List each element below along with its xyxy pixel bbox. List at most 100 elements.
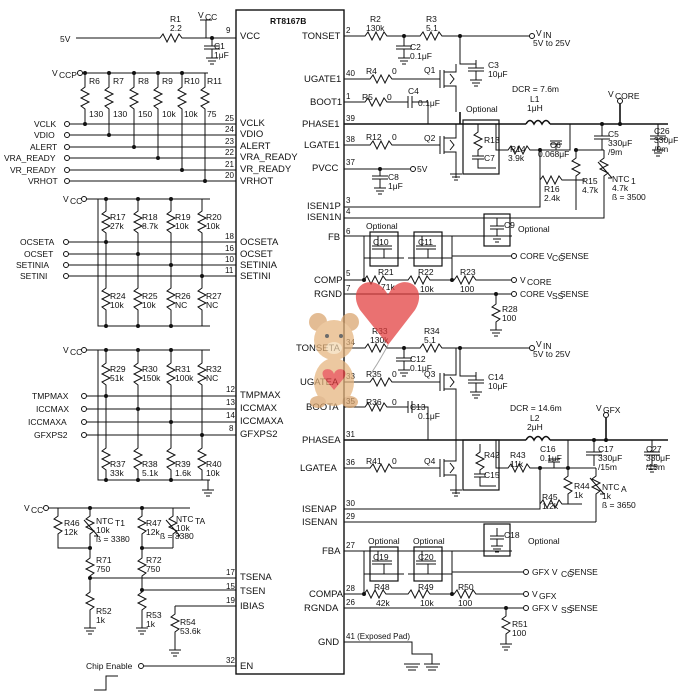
pin-boota: BOOTA (306, 402, 339, 413)
value-r18: 8.7k (142, 221, 159, 231)
signal-vclk: VCLK (34, 119, 57, 129)
label-r12: R12 (366, 132, 382, 142)
label-r31: R31 (175, 364, 191, 374)
pin-num-setinia: 10 (225, 255, 234, 264)
net-vcore-comp-sub: CORE (527, 277, 552, 287)
label-r22: R22 (418, 267, 434, 277)
label-r27: R27 (206, 291, 222, 301)
teddy-bear-watermark (309, 282, 420, 408)
signal-setinia: SETINIA (16, 260, 49, 270)
net-vin-a-range: 5V to 25V (533, 349, 571, 359)
label-r32: R32 (206, 364, 222, 374)
label-r36: R36 (366, 397, 382, 407)
pin-num-en: 32 (226, 656, 235, 665)
pin-ocseta: OCSETA (240, 237, 279, 248)
value-r45: 1.2k (542, 501, 559, 511)
signal-vr-ready: VR_READY (10, 165, 56, 175)
pin-num-ugate1: 40 (346, 69, 355, 78)
net-vin-a: V (536, 339, 542, 349)
label-r44: R44 (574, 481, 590, 491)
label-r41: R41 (366, 456, 382, 466)
label-optional-1: Optional (466, 104, 498, 114)
value-c27: 330μF (646, 453, 670, 463)
net-vcc-3: V (24, 503, 30, 513)
value-c3: 10μF (488, 69, 508, 79)
signal-tmpmax: TMPMAX (32, 391, 69, 401)
pin-lgate1: LGATE1 (304, 140, 340, 151)
label-ntca-sub: A (621, 484, 627, 494)
value-c14: 10μF (488, 381, 508, 391)
label-q2: Q2 (424, 133, 436, 143)
value-r8: 150 (138, 109, 152, 119)
value-ntct1: 10k (96, 525, 110, 535)
pin-tsena: TSENA (240, 572, 272, 583)
net-vccp: V (52, 68, 58, 78)
label-c6: C6 (550, 140, 561, 150)
label-r46: R46 (64, 518, 80, 528)
label-r25: R25 (142, 291, 158, 301)
esr-c27: /15m (646, 462, 665, 472)
label-ntc1-sub: 1 (631, 176, 636, 186)
pin-num-vr-ready: 21 (225, 160, 234, 169)
net-core-vss-sense: CORE V (520, 289, 553, 299)
esr-c17: /15m (598, 462, 617, 472)
value-r46: 12k (64, 527, 78, 537)
pin-alert: ALERT (240, 141, 271, 152)
value-r36: 0 (392, 397, 397, 407)
value-r7: 130 (113, 109, 127, 119)
label-r18: R18 (142, 212, 158, 222)
label-optional-c10: Optional (366, 221, 398, 231)
pin-pvcc: PVCC (312, 163, 339, 174)
label-c26: C26 (654, 126, 670, 136)
value-r5: 0 (387, 92, 392, 102)
net-vcc-3-sub: CC (31, 505, 43, 515)
pin-num-isen1p: 3 (346, 196, 351, 205)
label-r54: R54 (180, 617, 196, 627)
pin-iccmaxa: ICCMAXA (240, 416, 284, 427)
ic-left-pins: 9 VCC 25 VCLK 24 VDIO 23 ALERT 22 VRA_RE… (225, 26, 298, 672)
value-r35: 0 (392, 369, 397, 379)
pin-tmpmax: TMPMAX (240, 390, 281, 401)
pin-vra-ready: VRA_READY (240, 152, 298, 163)
net-vcore-comp: V (520, 275, 526, 285)
net-gfx-vcc-sense-sub: CC (561, 569, 573, 579)
label-c11: C11 (418, 237, 433, 247)
label-optional-c18: Optional (528, 536, 560, 546)
pin-num-pvcc: 37 (346, 158, 355, 167)
ic-name: RT8167B (270, 16, 306, 26)
pin-num-boot1: 1 (346, 92, 351, 101)
beta-ntct1: ß = 3380 (96, 534, 130, 544)
value-r39: 1.6k (175, 468, 192, 478)
pin-num-vra-ready: 22 (225, 148, 234, 157)
pin-vr-ready: VR_READY (240, 164, 292, 175)
pin-num-isenan: 29 (346, 512, 355, 521)
value-r9: 10k (162, 109, 176, 119)
value-r71: 750 (96, 564, 110, 574)
value-c1: 1μF (214, 50, 229, 60)
label-r40: R40 (206, 459, 222, 469)
net-pvcc-5v: 5V (417, 164, 428, 174)
net-core-vss-sense-sub: SS (552, 291, 564, 301)
label-r26: R26 (175, 291, 191, 301)
pin-num-isen1n: 4 (346, 207, 351, 216)
label-chip-enable: Chip Enable (86, 661, 133, 671)
value-r19: 10k (175, 221, 189, 231)
value-r51: 100 (512, 628, 526, 638)
pin-num-ibias: 19 (226, 596, 235, 605)
value-c13: 0.1μF (418, 411, 440, 421)
value-r21: 71k (381, 282, 395, 292)
value-c4: 0.1μF (418, 98, 440, 108)
label-q1: Q1 (424, 65, 436, 75)
pin-num-gfxps2: 8 (229, 424, 234, 433)
label-q4: Q4 (424, 456, 436, 466)
label-r24: R24 (110, 291, 126, 301)
value-r16: 2.4k (544, 193, 561, 203)
label-r16: R16 (544, 184, 560, 194)
right-labels: R2 130k R3 5.1 C2 0.1μF V IN 5V to 25V C… (362, 14, 678, 638)
value-r52: 1k (96, 615, 106, 625)
label-c7: C7 (484, 153, 495, 163)
label-r1: R1 (170, 14, 181, 24)
label-r5: R5 (362, 92, 373, 102)
label-c1: C1 (214, 41, 225, 51)
label-dcr1: DCR = 7.6m (512, 84, 559, 94)
